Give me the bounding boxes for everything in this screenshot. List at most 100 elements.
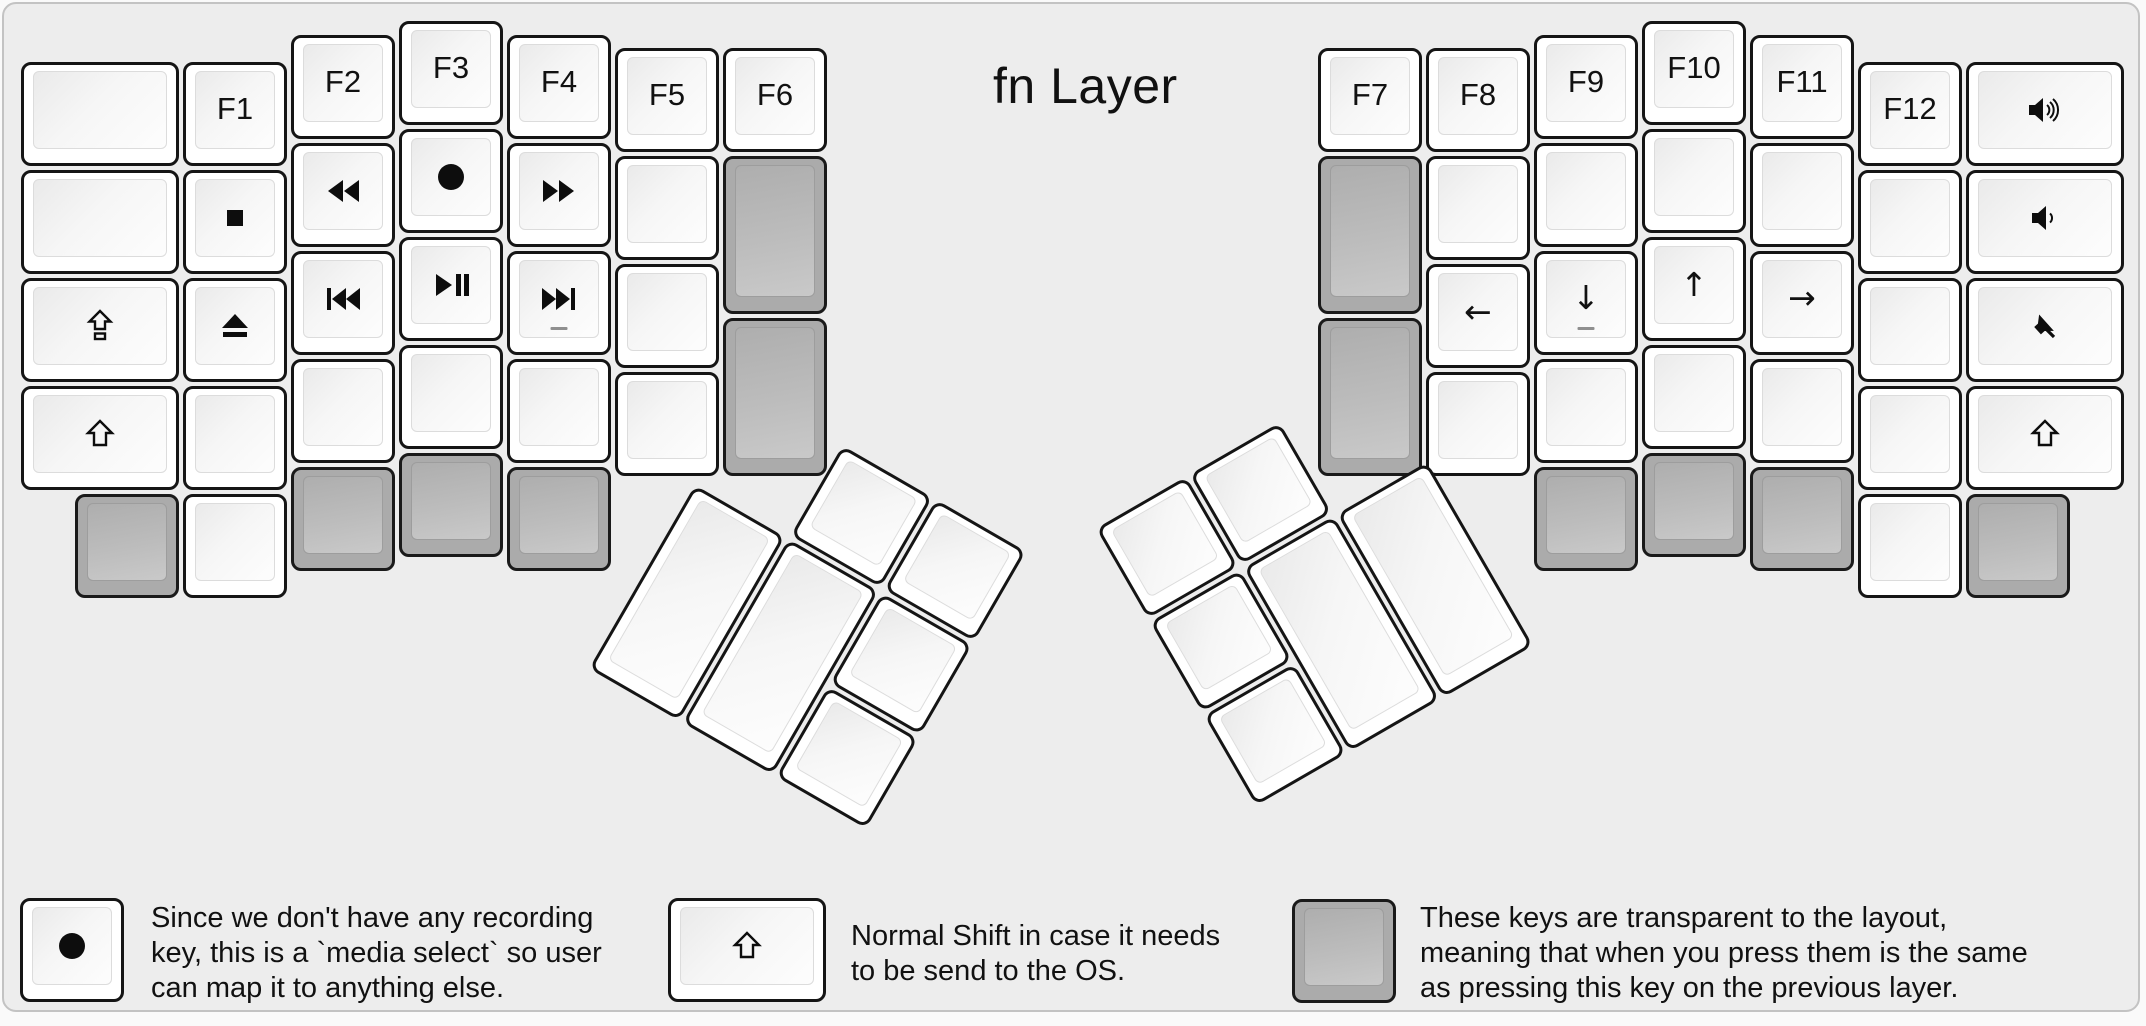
key-blank[interactable] xyxy=(399,345,503,449)
legend-key-transparent xyxy=(1292,899,1396,1003)
keycap-top: F1 xyxy=(195,70,275,149)
stop-icon xyxy=(217,200,253,236)
key-f1[interactable]: F1 xyxy=(183,61,287,166)
key-transparent[interactable] xyxy=(399,453,503,557)
key-transparent[interactable] xyxy=(1966,493,2070,598)
key-blank[interactable] xyxy=(1426,156,1530,260)
key-blank[interactable] xyxy=(21,169,179,274)
key-rewind[interactable] xyxy=(291,142,395,247)
key-blank[interactable] xyxy=(1858,277,1962,382)
key-arrow-up[interactable]: ↑ xyxy=(1642,237,1746,341)
key-volume-mute[interactable] xyxy=(1966,277,2124,382)
key-arrow-right[interactable]: → xyxy=(1750,250,1854,355)
key-blank[interactable] xyxy=(1750,142,1854,247)
key-volume-down[interactable] xyxy=(1966,169,2124,274)
keycap-top xyxy=(1870,394,1950,473)
key-eject[interactable] xyxy=(183,277,287,382)
keycap-top xyxy=(195,178,275,257)
keycap-top xyxy=(735,327,815,459)
keycap-top xyxy=(1978,286,2112,365)
key-f10[interactable]: F10 xyxy=(1642,21,1746,125)
key-blank[interactable] xyxy=(615,372,719,476)
key-blank[interactable] xyxy=(1642,129,1746,233)
key-transparent[interactable] xyxy=(291,466,395,571)
key-transparent[interactable] xyxy=(723,318,827,476)
keycap-top: F6 xyxy=(735,57,815,135)
key-blank[interactable] xyxy=(21,61,179,166)
key-f9[interactable]: F9 xyxy=(1534,34,1638,139)
key-f8[interactable]: F8 xyxy=(1426,48,1530,152)
key-blank[interactable] xyxy=(1426,372,1530,476)
key-arrow-down[interactable]: ↓ xyxy=(1534,250,1638,355)
key-label: F2 xyxy=(324,63,362,99)
key-label: F1 xyxy=(216,90,254,126)
key-blank[interactable] xyxy=(1858,385,1962,490)
key-f7[interactable]: F7 xyxy=(1318,48,1422,152)
prev-track-icon xyxy=(323,281,363,317)
key-transparent[interactable] xyxy=(75,493,179,598)
keycap-top: F7 xyxy=(1330,57,1410,135)
key-blank[interactable] xyxy=(615,156,719,260)
keycap-top xyxy=(411,354,491,432)
volume-mute-icon xyxy=(2027,308,2063,344)
key-record[interactable] xyxy=(399,129,503,233)
key-caps-lock[interactable] xyxy=(21,277,179,382)
keycap-top xyxy=(411,138,491,216)
legend-line: These keys are transparent to the layout… xyxy=(1420,902,1948,934)
key-label: F6 xyxy=(756,77,794,112)
key-transparent[interactable] xyxy=(723,156,827,314)
keycap-top: F11 xyxy=(1762,43,1842,122)
key-next-track[interactable] xyxy=(507,250,611,355)
key-f5[interactable]: F5 xyxy=(615,48,719,152)
key-blank[interactable] xyxy=(1858,169,1962,274)
key-blank[interactable] xyxy=(183,385,287,490)
key-shift[interactable] xyxy=(21,385,179,490)
key-stop[interactable] xyxy=(183,169,287,274)
keycap-top xyxy=(1870,286,1950,365)
keycap-top xyxy=(1654,462,1734,540)
key-shift[interactable] xyxy=(1966,385,2124,490)
key-f12[interactable]: F12 xyxy=(1858,61,1962,166)
key-transparent[interactable] xyxy=(1750,466,1854,571)
keycap-top xyxy=(195,502,275,581)
homing-dash xyxy=(550,326,568,330)
key-transparent[interactable] xyxy=(1318,156,1422,314)
volume-down-icon xyxy=(2025,200,2065,236)
key-play-pause[interactable] xyxy=(399,237,503,341)
keycap-top xyxy=(32,907,112,985)
key-transparent[interactable] xyxy=(1642,453,1746,557)
legend-key-media-select xyxy=(20,898,124,1002)
key-prev-track[interactable] xyxy=(291,250,395,355)
key-blank[interactable] xyxy=(1534,142,1638,247)
key-blank[interactable] xyxy=(1534,358,1638,463)
keycap-top xyxy=(1330,327,1410,459)
key-arrow-left[interactable]: ← xyxy=(1426,264,1530,368)
key-fast-forward[interactable] xyxy=(507,142,611,247)
key-f11[interactable]: F11 xyxy=(1750,34,1854,139)
key-blank[interactable] xyxy=(1858,493,1962,598)
key-volume-up[interactable] xyxy=(1966,61,2124,166)
keycap-top xyxy=(195,394,275,473)
key-transparent[interactable] xyxy=(1318,318,1422,476)
key-f4[interactable]: F4 xyxy=(507,34,611,139)
key-blank[interactable] xyxy=(615,264,719,368)
keycap-top xyxy=(1762,151,1842,230)
key-f2[interactable]: F2 xyxy=(291,34,395,139)
key-arrow-left-glyph: ← xyxy=(1464,291,1492,331)
key-blank[interactable] xyxy=(291,358,395,463)
key-blank[interactable] xyxy=(1750,358,1854,463)
keycap-top xyxy=(519,151,599,230)
key-blank[interactable] xyxy=(183,493,287,598)
key-f6[interactable]: F6 xyxy=(723,48,827,152)
key-blank[interactable] xyxy=(1642,345,1746,449)
key-blank[interactable] xyxy=(507,358,611,463)
key-arrow-right-glyph: → xyxy=(1788,278,1816,317)
key-transparent[interactable] xyxy=(507,466,611,571)
keycap-top xyxy=(1762,475,1842,554)
page-title: fn Layer xyxy=(993,58,1178,114)
keycap-top: F5 xyxy=(627,57,707,135)
key-f3[interactable]: F3 xyxy=(399,21,503,125)
record-icon xyxy=(433,159,469,195)
keycap-top: F8 xyxy=(1438,57,1518,135)
key-transparent[interactable] xyxy=(1534,466,1638,571)
